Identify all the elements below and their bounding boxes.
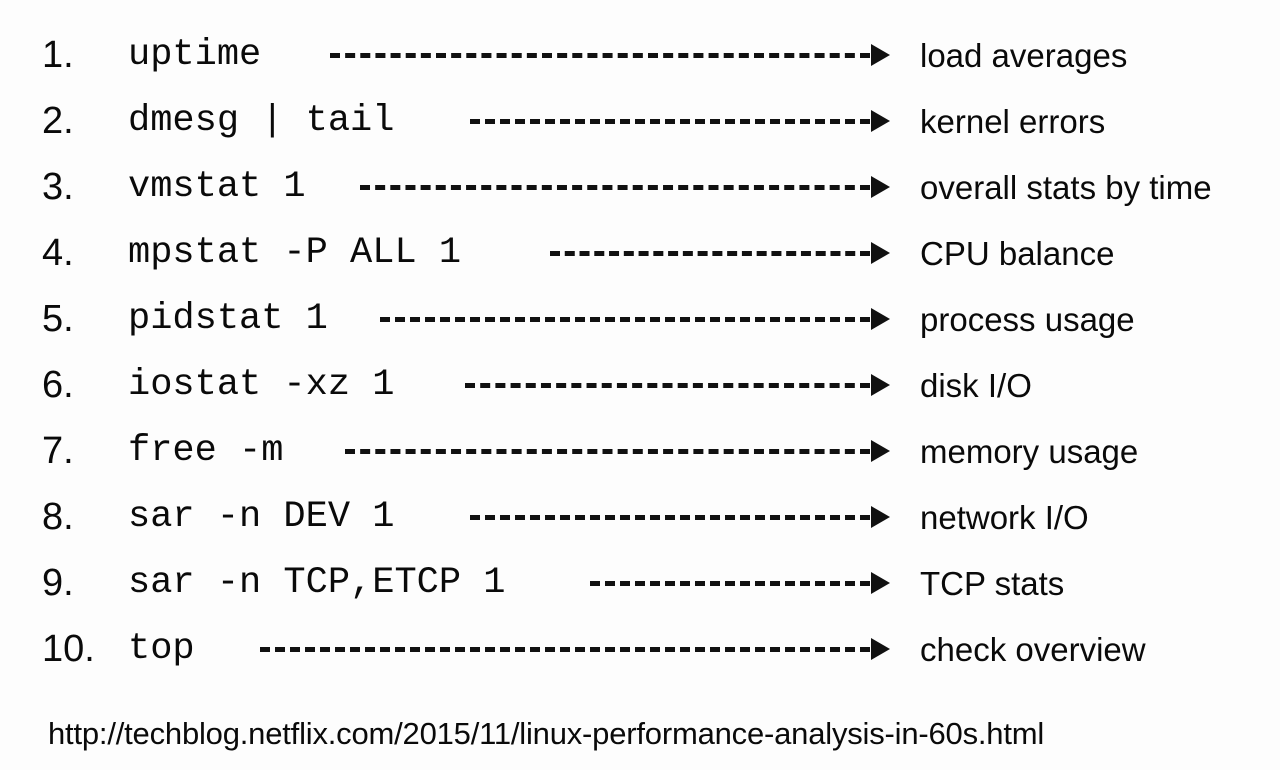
- leader-arrow: [330, 22, 890, 88]
- row-label: network I/O: [920, 498, 1089, 536]
- command-row: 10. top check overview: [0, 616, 1280, 682]
- row-number: 7.: [42, 430, 74, 472]
- arrowhead-icon: [871, 572, 890, 594]
- row-number: 6.: [42, 364, 74, 406]
- leader-arrow: [470, 484, 890, 550]
- leader-arrow: [590, 550, 890, 616]
- command-row: 2. dmesg | tail kernel errors: [0, 88, 1280, 154]
- dashed-line: [330, 52, 870, 58]
- arrowhead-icon: [871, 506, 890, 528]
- arrowhead-icon: [871, 308, 890, 330]
- arrowhead-icon: [871, 374, 890, 396]
- source-url[interactable]: http://techblog.netflix.com/2015/11/linu…: [48, 716, 1045, 751]
- row-label: disk I/O: [920, 366, 1032, 404]
- row-label: memory usage: [920, 432, 1139, 470]
- dashed-line: [360, 184, 870, 190]
- command-text: top: [128, 627, 195, 670]
- arrowhead-icon: [871, 638, 890, 660]
- command-text: sar -n DEV 1: [128, 495, 395, 538]
- dashed-line: [470, 514, 870, 520]
- row-label: check overview: [920, 630, 1146, 668]
- dashed-line: [345, 448, 870, 454]
- row-number: 2.: [42, 100, 74, 142]
- dashed-line: [465, 382, 870, 388]
- command-row: 3. vmstat 1 overall stats by time: [0, 154, 1280, 220]
- command-text: dmesg | tail: [128, 99, 395, 142]
- row-number: 4.: [42, 232, 74, 274]
- dashed-line: [550, 250, 870, 256]
- arrowhead-icon: [871, 110, 890, 132]
- row-number: 8.: [42, 496, 74, 538]
- row-label: TCP stats: [920, 564, 1065, 602]
- row-number: 5.: [42, 298, 74, 340]
- row-label: CPU balance: [920, 234, 1115, 272]
- command-text: uptime: [128, 33, 262, 76]
- leader-arrow: [470, 88, 890, 154]
- row-number: 3.: [42, 166, 74, 208]
- command-row: 7. free -m memory usage: [0, 418, 1280, 484]
- command-text: free -m: [128, 429, 284, 472]
- arrowhead-icon: [871, 44, 890, 66]
- row-label: process usage: [920, 300, 1135, 338]
- dashed-line: [590, 580, 870, 586]
- command-row: 6. iostat -xz 1 disk I/O: [0, 352, 1280, 418]
- row-label: kernel errors: [920, 102, 1106, 140]
- row-number: 1.: [42, 34, 74, 76]
- command-text: sar -n TCP,ETCP 1: [128, 561, 506, 604]
- row-label: load averages: [920, 36, 1128, 74]
- command-text: mpstat -P ALL 1: [128, 231, 462, 274]
- command-text: pidstat 1: [128, 297, 328, 340]
- arrowhead-icon: [871, 440, 890, 462]
- command-text: iostat -xz 1: [128, 363, 395, 406]
- command-checklist: 1. uptime load averages 2. dmesg | tail kerne…: [0, 22, 1280, 682]
- dashed-line: [380, 316, 870, 322]
- dashed-line: [470, 118, 870, 124]
- row-number: 9.: [42, 562, 74, 604]
- leader-arrow: [260, 616, 890, 682]
- leader-arrow: [345, 418, 890, 484]
- command-row: 5. pidstat 1 process usage: [0, 286, 1280, 352]
- leader-arrow: [550, 220, 890, 286]
- command-row: 8. sar -n DEV 1 network I/O: [0, 484, 1280, 550]
- arrowhead-icon: [871, 242, 890, 264]
- command-text: vmstat 1: [128, 165, 306, 208]
- leader-arrow: [380, 286, 890, 352]
- row-number: 10.: [42, 628, 95, 670]
- command-row: 4. mpstat -P ALL 1 CPU balance: [0, 220, 1280, 286]
- command-row: 1. uptime load averages: [0, 22, 1280, 88]
- dashed-line: [260, 646, 870, 652]
- leader-arrow: [360, 154, 890, 220]
- arrowhead-icon: [871, 176, 890, 198]
- command-row: 9. sar -n TCP,ETCP 1 TCP stats: [0, 550, 1280, 616]
- row-label: overall stats by time: [920, 168, 1212, 206]
- leader-arrow: [465, 352, 890, 418]
